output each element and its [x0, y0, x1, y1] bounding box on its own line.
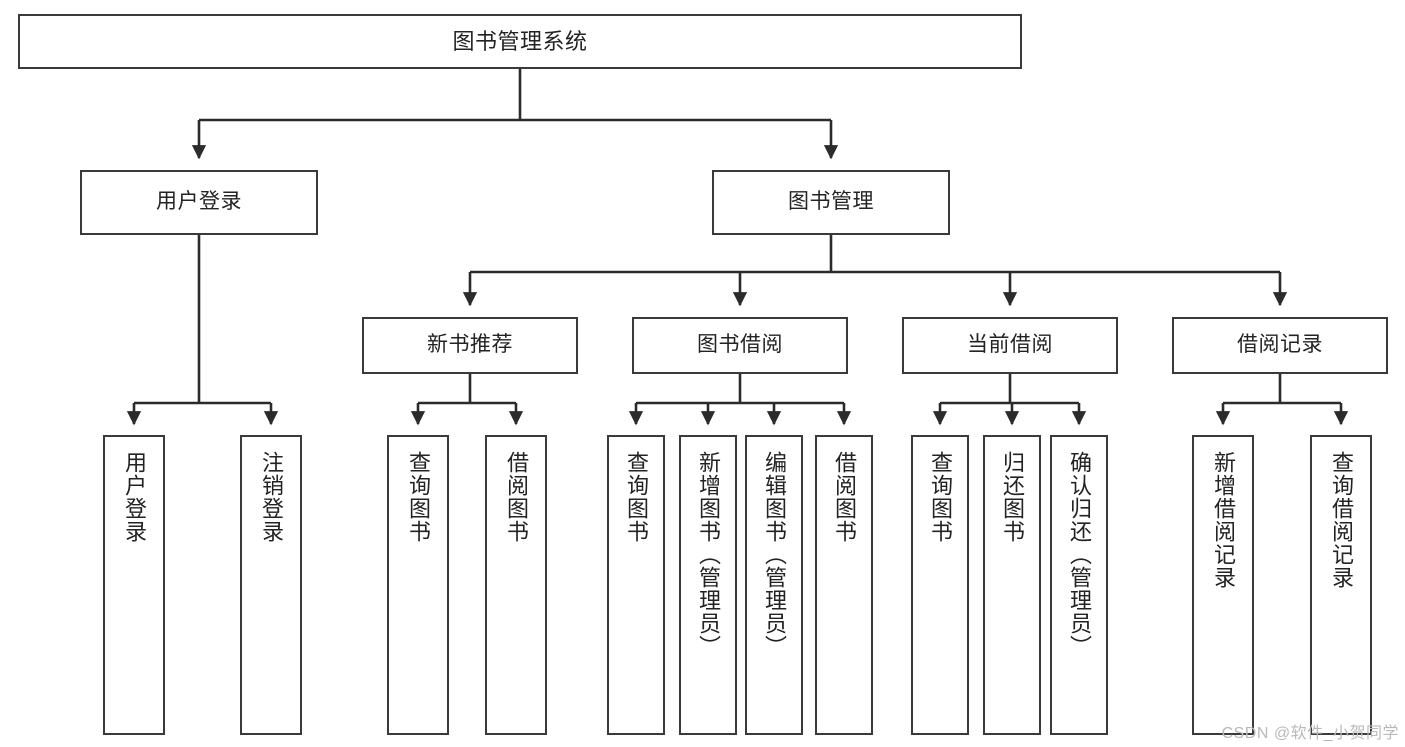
node-label: 编辑图书（管理员） [761, 451, 787, 658]
node-label: 图书管理 [788, 190, 874, 214]
leaf-node-add-borrow-record[interactable]: 新增借阅记录 [1192, 435, 1254, 735]
node-label: 图书管理系统 [452, 28, 588, 54]
watermark-credit: CSDN @软件_小贺同学 [1221, 725, 1399, 742]
leaf-node-borrow-book[interactable]: 借阅图书 [815, 435, 873, 735]
node-current-borrow[interactable]: 当前借阅 [902, 317, 1118, 374]
node-label: 确认归还（管理员） [1066, 451, 1092, 658]
leaf-node-query-borrow-record[interactable]: 查询借阅记录 [1310, 435, 1372, 735]
node-book-borrow[interactable]: 图书借阅 [632, 317, 848, 374]
node-label: 查询图书 [927, 451, 953, 543]
node-label: 新书推荐 [427, 333, 513, 357]
node-label: 查询借阅记录 [1328, 451, 1354, 589]
node-borrow-record[interactable]: 借阅记录 [1172, 317, 1388, 374]
node-label: 当前借阅 [967, 333, 1053, 357]
node-label: 用户登录 [156, 190, 242, 214]
leaf-node-return-book[interactable]: 归还图书 [983, 435, 1041, 735]
node-label: 用户登录 [121, 451, 147, 543]
node-user-login[interactable]: 用户登录 [80, 170, 318, 235]
leaf-node-edit-book-admin[interactable]: 编辑图书（管理员） [745, 435, 803, 735]
leaf-node-query-book-borrow[interactable]: 查询图书 [607, 435, 665, 735]
leaf-node-borrow-book-recommend[interactable]: 借阅图书 [485, 435, 547, 735]
node-label: 图书借阅 [697, 333, 783, 357]
leaf-node-query-book-recommend[interactable]: 查询图书 [387, 435, 449, 735]
node-label: 新增借阅记录 [1210, 451, 1236, 589]
node-label: 借阅记录 [1237, 333, 1323, 357]
leaf-node-user-login[interactable]: 用户登录 [103, 435, 165, 735]
node-new-book-recommend[interactable]: 新书推荐 [362, 317, 578, 374]
node-root-system[interactable]: 图书管理系统 [18, 14, 1022, 69]
node-label: 归还图书 [999, 451, 1025, 543]
node-label: 查询图书 [623, 451, 649, 543]
leaf-node-logout-login[interactable]: 注销登录 [240, 435, 302, 735]
node-label: 查询图书 [405, 451, 431, 543]
node-book-management[interactable]: 图书管理 [712, 170, 950, 235]
leaf-node-confirm-return-admin[interactable]: 确认归还（管理员） [1050, 435, 1108, 735]
leaf-node-add-book-admin[interactable]: 新增图书（管理员） [679, 435, 737, 735]
leaf-node-query-book-current[interactable]: 查询图书 [911, 435, 969, 735]
node-label: 借阅图书 [503, 451, 529, 543]
node-label: 注销登录 [258, 451, 284, 543]
node-label: 新增图书（管理员） [695, 451, 721, 658]
node-label: 借阅图书 [831, 451, 857, 543]
